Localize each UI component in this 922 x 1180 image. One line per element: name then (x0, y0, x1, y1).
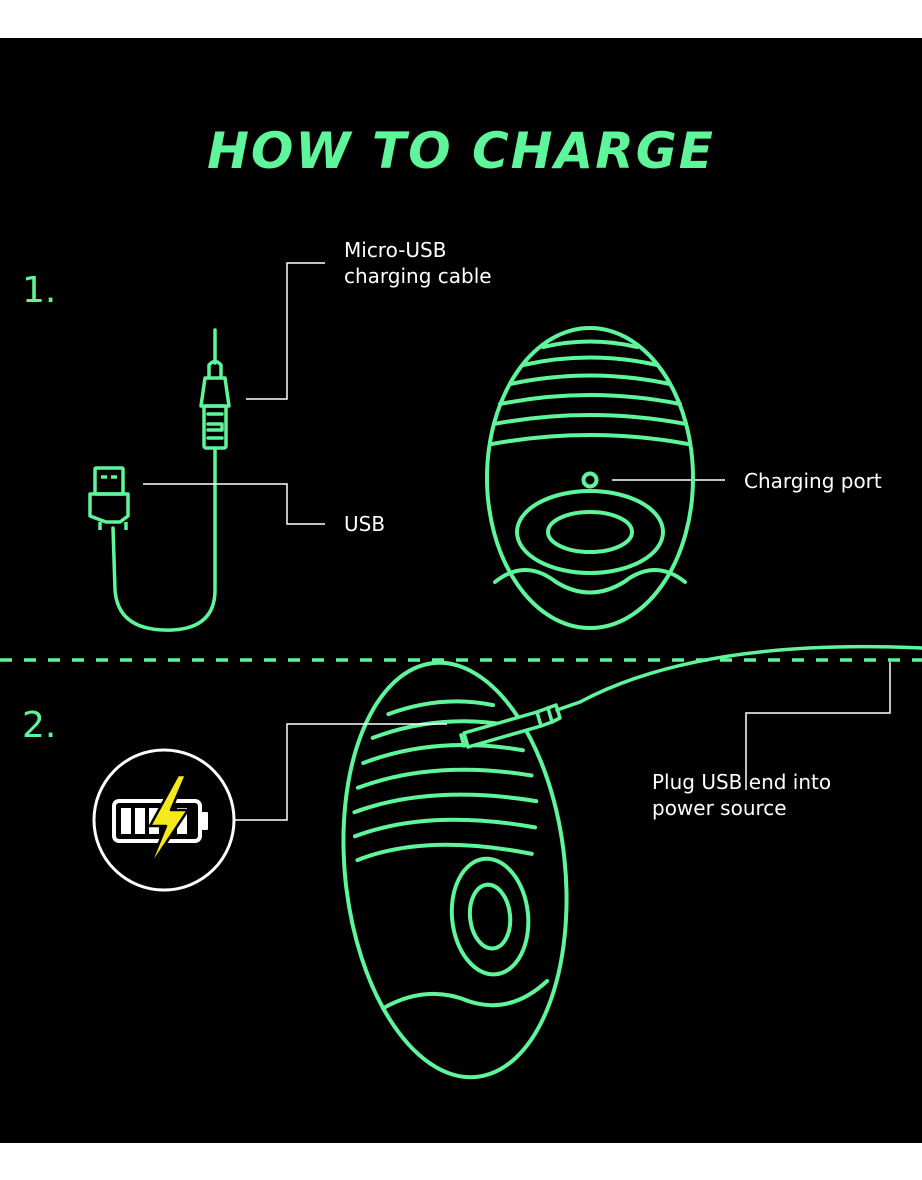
step-number-2: 2. (22, 705, 57, 746)
inserted-plug (459, 644, 922, 749)
illustration (0, 262, 922, 1080)
label-micro-usb-cable: Micro-USB charging cable (344, 237, 492, 289)
label-line: power source (652, 796, 787, 820)
micro-usb-cable (111, 328, 231, 632)
step2-leader-lines (233, 662, 891, 821)
step1-leader-lines (143, 262, 725, 525)
label-line: Micro-USB (344, 238, 447, 262)
label-usb: USB (344, 512, 386, 536)
page-title: HOW TO CHARGE (207, 122, 715, 180)
label-charging-port: Charging port (744, 469, 882, 493)
charging-instructions-panel: HOW TO CHARGE 1. 2. Micro-USB charging c… (0, 38, 922, 1143)
label-line: charging cable (344, 264, 492, 288)
massager-front-view (485, 326, 695, 630)
massager-side-view (341, 660, 569, 1080)
usb-plug-icon (88, 466, 130, 530)
label-line: Plug USB end into (652, 770, 832, 794)
step-number-1: 1. (22, 270, 57, 311)
battery-charging-icon (92, 748, 236, 892)
label-plug-usb: Plug USB end into power source (652, 769, 831, 821)
